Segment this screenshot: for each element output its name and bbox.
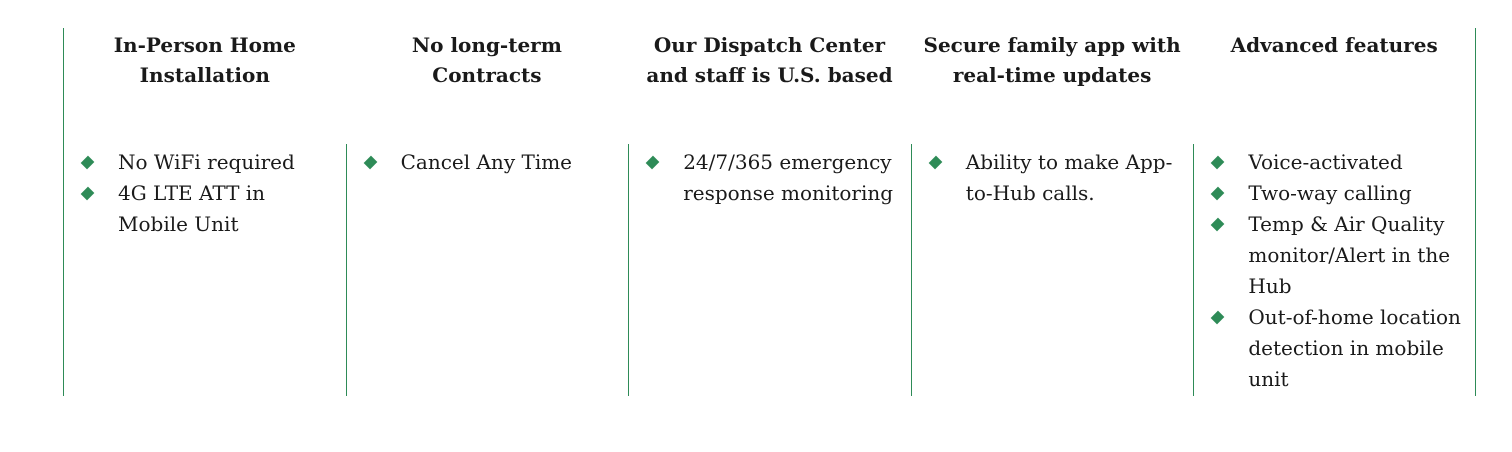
column-body-cell: Ability to make App-to-Hub calls. xyxy=(910,144,1194,396)
diamond-bullet-icon xyxy=(80,155,95,170)
list-item-text: Voice-activated xyxy=(1248,150,1403,174)
feature-list: Ability to make App-to-Hub calls. xyxy=(912,144,1194,209)
diamond-bullet-icon xyxy=(80,186,95,201)
list-item: Temp & Air Quality monitor/Alert in the … xyxy=(1211,209,1475,302)
column-header-cell: In-Person Home Installation xyxy=(63,28,346,144)
feature-column-installation: In-Person Home Installation No WiFi requ… xyxy=(63,28,346,396)
diamond-bullet-icon xyxy=(1211,310,1225,325)
list-item: Ability to make App-to-Hub calls. xyxy=(928,147,1194,209)
list-item-text: Temp & Air Quality monitor/Alert in the … xyxy=(1248,212,1451,298)
column-header-contracts: No long-term Contracts xyxy=(411,33,562,87)
column-body-cell: Cancel Any Time xyxy=(345,144,629,396)
list-item-text: No WiFi required xyxy=(118,150,295,174)
list-item: Voice-activated xyxy=(1211,147,1475,178)
column-header-dispatch: Our Dispatch Center and staff is U.S. ba… xyxy=(646,33,893,87)
diamond-bullet-icon xyxy=(645,155,660,170)
diamond-bullet-icon xyxy=(928,155,943,170)
list-item-text: Ability to make App-to-Hub calls. xyxy=(965,150,1173,205)
column-header-installation: In-Person Home Installation xyxy=(113,33,296,87)
column-body-cell: No WiFi required 4G LTE ATT in Mobile Un… xyxy=(63,144,346,396)
list-item: 24/7/365 emergency response monitoring xyxy=(645,147,911,209)
column-header-cell: No long-term Contracts xyxy=(346,28,629,144)
list-item: No WiFi required xyxy=(80,147,346,178)
feature-list: 24/7/365 emergency response monitoring xyxy=(629,144,911,209)
diamond-bullet-icon xyxy=(1211,217,1225,232)
list-item-text: Out-of-home location detection in mobile… xyxy=(1248,305,1461,391)
feature-column-dispatch: Our Dispatch Center and staff is U.S. ba… xyxy=(628,28,911,396)
list-item: Out-of-home location detection in mobile… xyxy=(1211,302,1475,395)
diamond-bullet-icon xyxy=(363,155,377,170)
list-item-text: 24/7/365 emergency response monitoring xyxy=(683,150,894,205)
feature-column-family-app: Secure family app with real-time updates… xyxy=(910,28,1194,396)
feature-column-contracts: No long-term Contracts Cancel Any Time xyxy=(345,28,629,396)
feature-list: Voice-activated Two-way calling Temp & A… xyxy=(1194,144,1475,395)
column-body-cell: 24/7/365 emergency response monitoring xyxy=(628,144,911,396)
column-header-cell: Secure family app with real-time updates xyxy=(911,28,1194,144)
diamond-bullet-icon xyxy=(1211,186,1225,201)
column-header-cell: Advanced features xyxy=(1193,28,1476,144)
list-item-text: Cancel Any Time xyxy=(400,150,573,174)
list-item: Two-way calling xyxy=(1211,178,1475,209)
column-header-family-app: Secure family app with real-time updates xyxy=(923,33,1181,87)
list-item: 4G LTE ATT in Mobile Unit xyxy=(80,178,346,240)
list-item-text: Two-way calling xyxy=(1248,181,1412,205)
column-header-advanced: Advanced features xyxy=(1230,33,1438,57)
list-item-text: 4G LTE ATT in Mobile Unit xyxy=(118,181,266,236)
feature-column-advanced: Advanced features Voice-activated Two-wa… xyxy=(1193,28,1476,396)
features-table: In-Person Home Installation No WiFi requ… xyxy=(63,28,1476,396)
column-header-cell: Our Dispatch Center and staff is U.S. ba… xyxy=(628,28,911,144)
feature-list: Cancel Any Time xyxy=(347,144,629,178)
diamond-bullet-icon xyxy=(1211,155,1225,170)
feature-list: No WiFi required 4G LTE ATT in Mobile Un… xyxy=(64,144,346,240)
column-body-cell: Voice-activated Two-way calling Temp & A… xyxy=(1193,144,1476,396)
list-item: Cancel Any Time xyxy=(363,147,629,178)
